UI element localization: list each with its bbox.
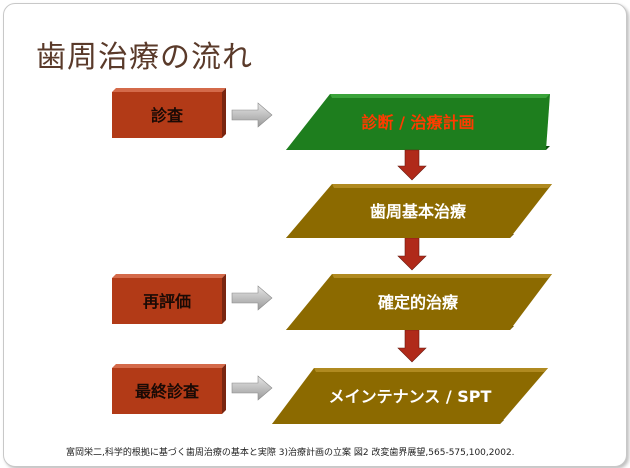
side-arrow-3 [231, 375, 273, 401]
side-arrow-2 [231, 285, 273, 311]
left-box-saihyouka: 再評価 [112, 274, 226, 324]
left-box-shinsa: 診査 [112, 88, 226, 138]
down-arrow-3 [397, 329, 427, 363]
step-label: 歯周基本治療 [370, 202, 467, 221]
down-arrow-1 [397, 149, 427, 181]
side-arrow-1 [231, 102, 273, 128]
step-shishuu-kihon-chiryou: 歯周基本治療 [286, 184, 552, 238]
left-box-saishuu-shinsa: 最終診査 [112, 364, 226, 414]
step-maintenance-spt: メインテナンス / SPT [272, 368, 548, 424]
left-box-label: 診査 [151, 106, 183, 125]
left-box-label: 再評価 [143, 292, 191, 311]
step-shindan-chiryoukeikaku: 診断 / 治療計画 [286, 94, 550, 150]
step-label: 診断 / 治療計画 [362, 113, 475, 132]
citation: 富岡栄二,科学的根拠に基づく歯周治療の基本と実際 3)治療計画の立案 図2 改変… [66, 448, 515, 458]
left-box-label: 最終診査 [135, 382, 199, 401]
step-label: 確定的治療 [378, 293, 459, 312]
step-kakuteiteki-chiryou: 確定的治療 [286, 274, 552, 330]
step-label: メインテナンス / SPT [329, 387, 492, 406]
down-arrow-2 [397, 237, 427, 271]
slide-title: 歯周治療の流れ [36, 40, 253, 75]
